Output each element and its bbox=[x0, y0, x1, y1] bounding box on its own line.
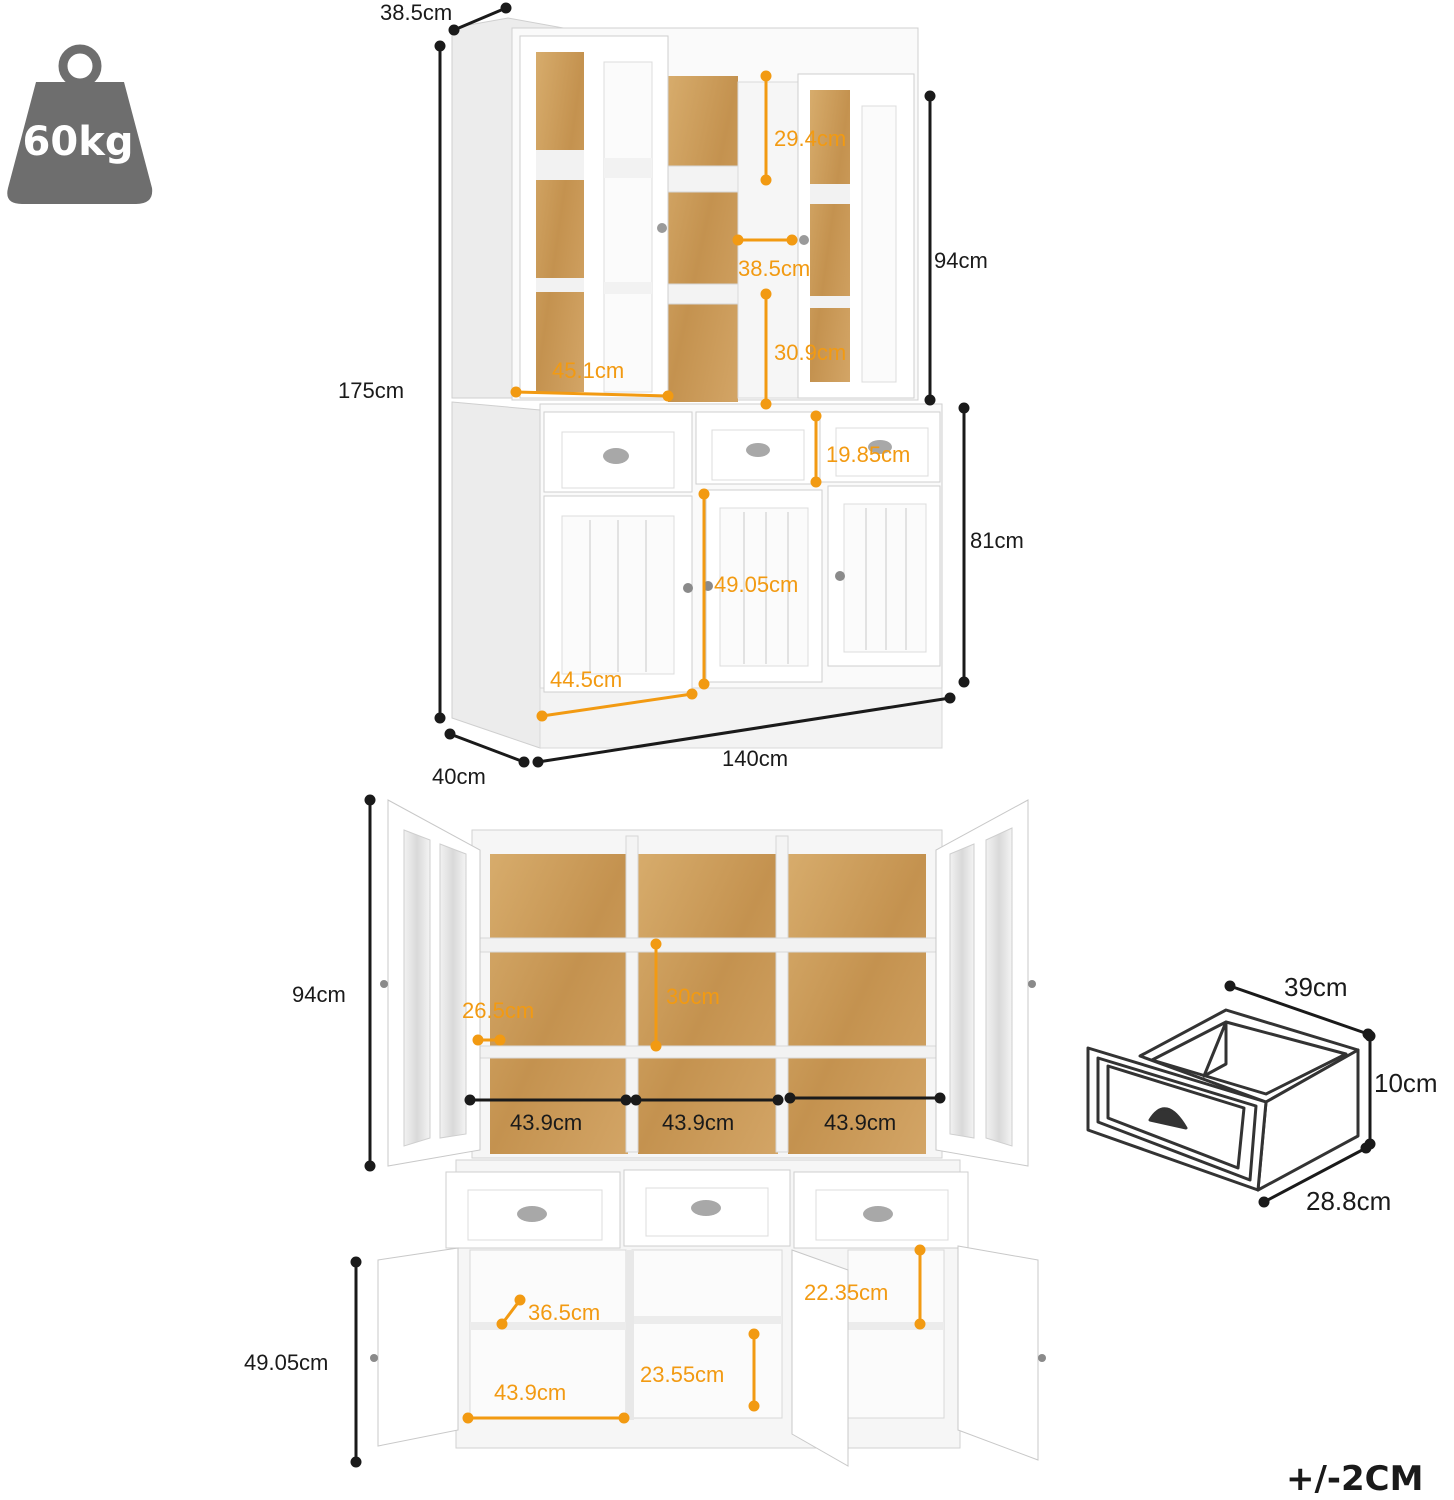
width-label: 140cm bbox=[722, 746, 788, 771]
drawer-height-label: 10cm bbox=[1374, 1068, 1438, 1098]
glass-door-width-label: 45.1cm bbox=[552, 358, 624, 383]
base-shelf-depth-label: 36.5cm bbox=[528, 1300, 600, 1325]
open-hutch-height-label: 94cm bbox=[292, 982, 346, 1007]
weight-badge: 60kg bbox=[7, 44, 153, 204]
base-height-label: 81cm bbox=[970, 528, 1024, 553]
shelf-depth-label: 26.5cm bbox=[462, 998, 534, 1023]
drawer-depth-label: 28.8cm bbox=[1306, 1186, 1391, 1216]
base-compartment-width-label: 43.9cm bbox=[494, 1380, 566, 1405]
door-height-label: 49.05cm bbox=[714, 572, 798, 597]
shelf-gap-label: 30cm bbox=[666, 984, 720, 1009]
depth-top-label: 38.5cm bbox=[380, 0, 452, 25]
upper-shelf-gap-label: 29.4cm bbox=[774, 126, 846, 151]
compartment-width-label: 43.9cm bbox=[662, 1110, 734, 1135]
weight-label: 60kg bbox=[23, 119, 134, 165]
compartment-width-label: 43.9cm bbox=[510, 1110, 582, 1135]
cabinet-front-view bbox=[451, 17, 943, 749]
front-inner-dimension-lines bbox=[510, 70, 822, 722]
total-height-label: 175cm bbox=[338, 378, 404, 403]
open-dimension-lines bbox=[350, 794, 946, 1468]
middle-width-label: 38.5cm bbox=[738, 256, 810, 281]
door-width-label: 44.5cm bbox=[550, 667, 622, 692]
front-dimension-lines bbox=[434, 2, 970, 768]
drawer-illustration bbox=[1086, 1008, 1360, 1192]
open-base-height-label: 49.05cm bbox=[244, 1350, 328, 1375]
weight-icon bbox=[7, 44, 153, 204]
drawer-width-label: 39cm bbox=[1284, 972, 1348, 1002]
lower-shelf-gap-label: 30.9cm bbox=[774, 340, 846, 365]
hutch-height-label: 94cm bbox=[934, 248, 988, 273]
depth-bottom-label: 40cm bbox=[432, 764, 486, 789]
open-inner-dimension-lines bbox=[462, 938, 926, 1424]
base-right-gap-label: 22.35cm bbox=[804, 1280, 888, 1305]
cabinet-open-view bbox=[370, 799, 1046, 1467]
base-middle-gap-label: 23.55cm bbox=[640, 1362, 724, 1387]
drawer-dimension-lines bbox=[1224, 980, 1376, 1208]
tolerance-label: +/-2CM bbox=[1286, 1459, 1423, 1499]
drawer-height-label: 19.85cm bbox=[826, 442, 910, 467]
compartment-width-label: 43.9cm bbox=[824, 1110, 896, 1135]
